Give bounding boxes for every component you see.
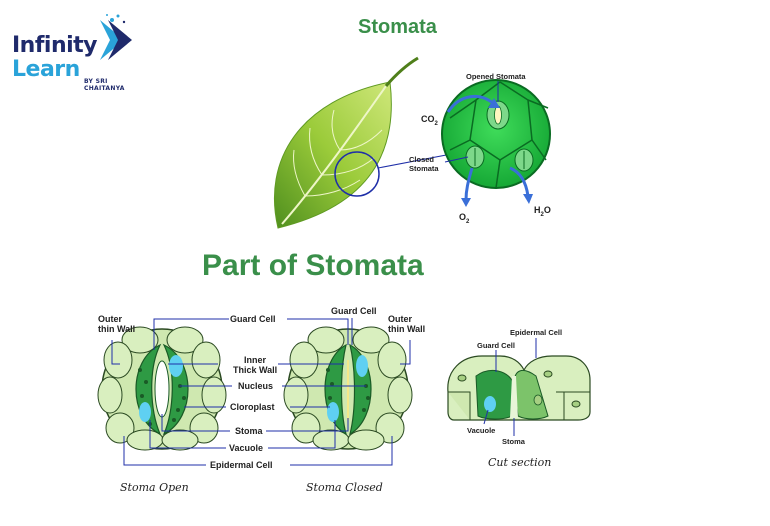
stoma-closed-diagram: [283, 326, 413, 451]
logo-word-learn: Learn: [12, 57, 80, 82]
leaf-zoom-circle: [334, 151, 380, 197]
label-cut-epidermal-cell: Epidermal Cell: [510, 328, 563, 337]
label-outer-thin-wall-left-1: Outer: [98, 314, 123, 324]
label-cut-stoma: Stoma: [502, 437, 525, 446]
cut-section-diagram: [447, 355, 591, 421]
label-vacuole: Vacuole: [229, 443, 264, 453]
label-cloroplast: Cloroplast: [230, 402, 275, 412]
brand-logo: Infinity Learn BY SRI CHAITANYA: [12, 12, 147, 92]
label-outer-thin-wall-right-2: thin Wall: [388, 324, 426, 334]
label-nucleus: Nucleus: [238, 381, 274, 391]
label-inner-thick-wall-2: Thick Wall: [233, 365, 278, 375]
page-title: Stomata: [358, 16, 437, 38]
label-inner-thick-wall-1: Inner: [244, 355, 267, 365]
stoma-open-diagram: [97, 326, 227, 451]
caption-stoma-closed: Stoma Closed: [306, 481, 383, 494]
label-closed-stomata-2: Stomata: [409, 164, 439, 173]
cut-section-pointer-lines: [483, 338, 537, 436]
magnified-stomata-disc: [441, 79, 551, 189]
label-outer-thin-wall-left-2: thin Wall: [98, 324, 136, 334]
logo-word-infinity: Infinity: [12, 33, 98, 58]
label-epidermal-cell: Epidermal Cell: [210, 460, 273, 470]
label-closed-stomata-1: Closed: [409, 155, 435, 164]
label-opened-stomata: Opened Stomata: [466, 72, 526, 81]
label-cut-guard-cell: Guard Cell: [477, 341, 515, 350]
caption-cut-section: Cut section: [488, 456, 552, 469]
logo-arrow-icon: [100, 14, 132, 60]
label-h2o: H2O: [534, 205, 551, 218]
label-cut-vacuole: Vacuole: [467, 426, 496, 435]
label-co2: CO2: [421, 114, 438, 127]
parts-pointer-lines: [111, 318, 411, 466]
label-guard-cell-right: Guard Cell: [331, 306, 377, 316]
label-guard-cell-center: Guard Cell: [230, 314, 276, 324]
logo-tagline: BY SRI CHAITANYA: [84, 78, 125, 92]
label-o2: O2: [459, 212, 470, 225]
gas-arrows: [446, 95, 533, 207]
leaf: [274, 56, 419, 229]
caption-stoma-open: Stoma Open: [120, 481, 189, 494]
label-outer-thin-wall-right-1: Outer: [388, 314, 413, 324]
section-title: Part of Stomata: [202, 249, 424, 282]
label-stoma: Stoma: [235, 426, 263, 436]
